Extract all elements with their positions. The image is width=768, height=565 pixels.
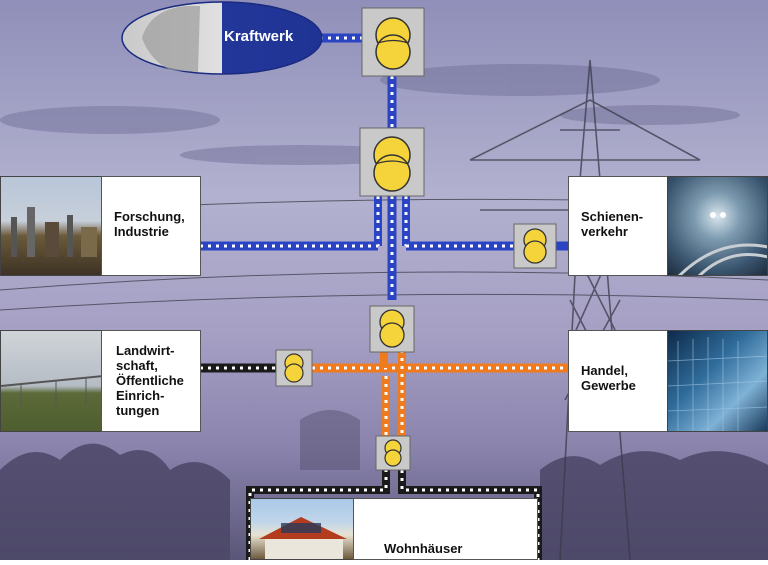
transformer-icon [379, 309, 405, 348]
transformer-icon [384, 439, 402, 467]
agriculture-public-text: Landwirt- schaft, Öffentliche Einrich- t… [116, 343, 184, 418]
industry-photo [0, 176, 102, 276]
low-voltage-lines [312, 350, 568, 436]
trade-commerce-text: Handel, Gewerbe [581, 363, 636, 393]
research-industry-text: Forschung, Industrie [114, 209, 185, 239]
transformer-icon [284, 353, 304, 383]
trade-commerce-label: Handel, Gewerbe [568, 330, 668, 432]
house-image [259, 517, 347, 559]
power-plant-node [121, 1, 323, 75]
rail-transport-text: Schienen- verkehr [581, 209, 644, 239]
glass-building-image [668, 337, 767, 431]
power-plant-label: Kraftwerk [224, 28, 294, 45]
transformer-icon [523, 228, 547, 264]
commerce-photo [667, 330, 768, 432]
agriculture-photo [0, 330, 102, 432]
residential-photo [250, 498, 354, 560]
transformer-rail [513, 223, 557, 269]
transformer-icon [375, 17, 411, 70]
train-image [677, 212, 767, 275]
transformer-icon [373, 136, 411, 192]
transformer-residential [375, 435, 411, 471]
factory-image [11, 207, 97, 257]
irrigation-image [1, 375, 101, 406]
transformer-substation [359, 127, 425, 197]
rail-transport-label: Schienen- verkehr [568, 176, 668, 276]
tree-silhouettes [0, 410, 768, 560]
agriculture-public-label: Landwirt- schaft, Öffentliche Einrich- t… [101, 330, 201, 432]
rail-photo [667, 176, 768, 276]
residential-label: Wohnhäuser [353, 498, 538, 560]
transformer-agriculture [275, 349, 313, 387]
residential-text: Wohnhäuser [384, 541, 463, 556]
cooling-tower-image [142, 6, 200, 72]
transformer-main [361, 7, 425, 77]
research-industry-label: Forschung, Industrie [101, 176, 201, 276]
transformer-local [369, 305, 415, 353]
high-voltage-lines [200, 33, 568, 300]
